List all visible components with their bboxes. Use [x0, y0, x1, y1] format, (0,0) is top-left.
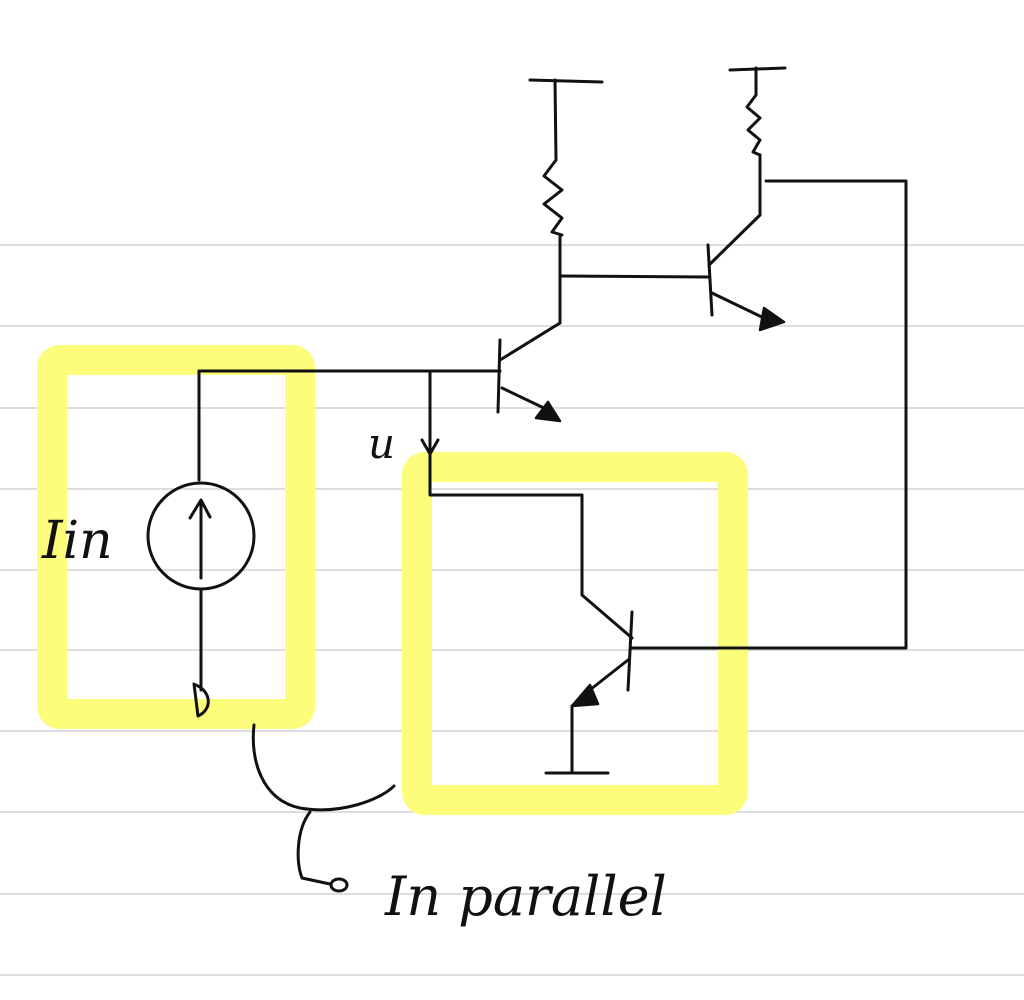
wire-t1-to-t2 — [558, 274, 710, 279]
parallel-annotation: In parallel — [384, 865, 667, 928]
highlight-box-transistor — [402, 452, 748, 815]
resistor-r2 — [728, 66, 787, 157]
voltage-arrow-icon — [420, 438, 440, 456]
parallel-brace — [251, 723, 396, 893]
transistor-t1 — [496, 233, 562, 423]
feedback-wire — [630, 179, 908, 650]
highlight-box-source — [37, 345, 315, 729]
current-source-label: Iin — [41, 511, 113, 571]
current-source — [146, 369, 256, 718]
wire-to-t3-collector — [428, 369, 584, 597]
voltage-label: u — [368, 419, 395, 468]
transistor-t3 — [544, 593, 634, 775]
resistor-r1 — [528, 78, 604, 237]
transistor-t2 — [706, 153, 786, 332]
ruled-lines — [0, 244, 1024, 976]
